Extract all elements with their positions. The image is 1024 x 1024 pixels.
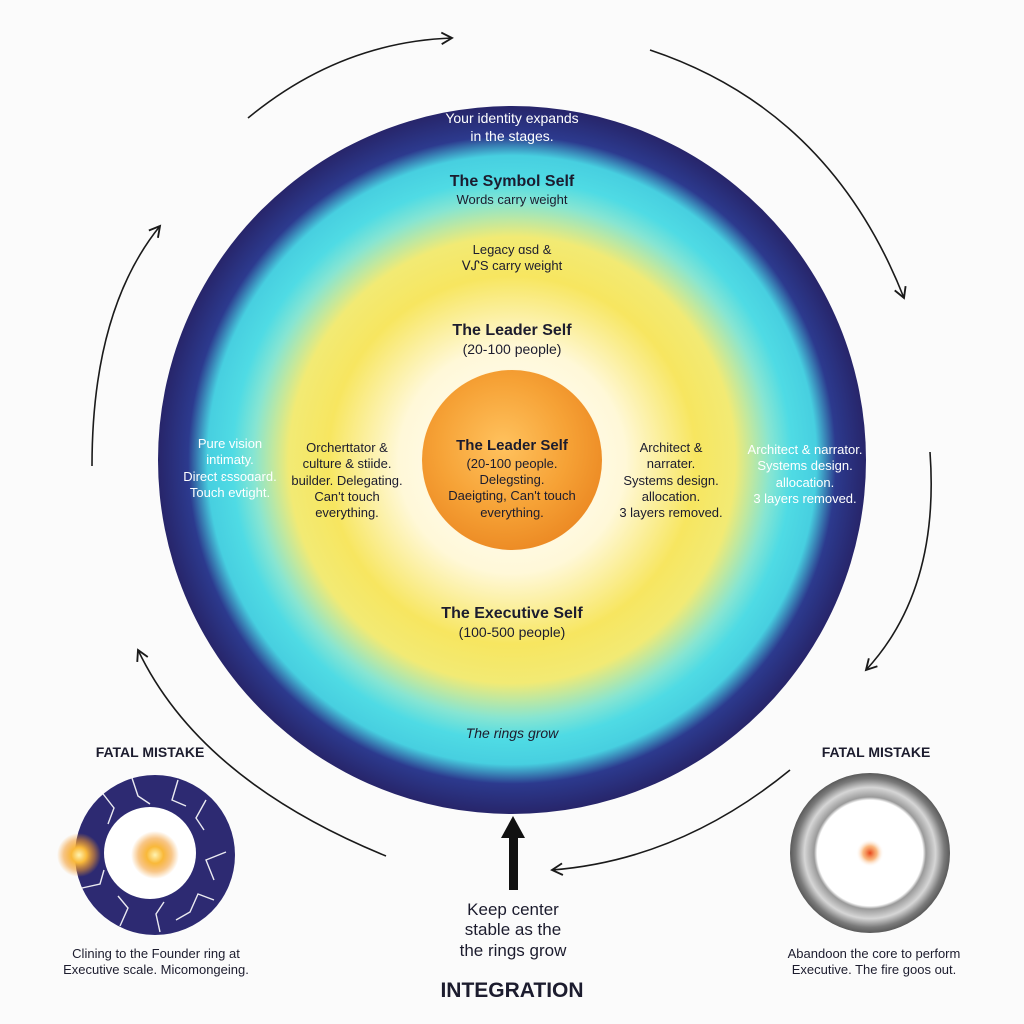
ember-icon bbox=[856, 839, 884, 867]
sun-icon bbox=[131, 831, 179, 879]
integration-arrow-head bbox=[501, 816, 525, 838]
executive-self-title: The Executive Self bbox=[441, 605, 583, 622]
leader-self-upper-label: The Leader Self (20-100 people) bbox=[392, 321, 632, 359]
cycle-arrow-bottom-left bbox=[136, 648, 387, 857]
center-note: Keep center stable as the the rings grow bbox=[459, 900, 567, 960]
executive-self-label: The Executive Self (100-500 people) bbox=[392, 604, 632, 642]
cycle-arrow-bottom-right bbox=[550, 769, 791, 876]
executive-self-subtitle: (100-500 people) bbox=[458, 624, 566, 640]
legacy-label: Legacy ɑsd & ᐯᔑS carry weight bbox=[461, 242, 563, 274]
symbol-self-label: The Symbol Self Words carry weight bbox=[392, 172, 632, 208]
right-mistake-heading: FATAL MISTAKE bbox=[821, 744, 931, 760]
symbol-self-subtitle: Words carry weight bbox=[456, 192, 568, 207]
right-outer-label: Architect & narrator. Systems design. al… bbox=[747, 442, 863, 506]
sun-icon bbox=[57, 833, 101, 877]
left-mistake-graphic bbox=[57, 775, 235, 935]
right-inner-label: Architect & narrater. Systems design. al… bbox=[619, 440, 723, 520]
right-mistake-graphic bbox=[790, 773, 950, 933]
cycle-arrow-top bbox=[247, 31, 454, 119]
top-caption: Your identity expands in the stages. bbox=[445, 110, 579, 144]
leader-self-upper-title: The Leader Self bbox=[452, 322, 572, 339]
cycle-arrow-right bbox=[864, 451, 932, 672]
left-outer-label: Pure vision intimaty. Direct ɛssoɑard. T… bbox=[183, 436, 277, 500]
leader-self-upper-subtitle: (20-100 people) bbox=[462, 341, 562, 357]
left-mistake-caption: Clining to the Founder ring at Executive… bbox=[63, 946, 249, 978]
left-mistake-heading: FATAL MISTAKE bbox=[95, 744, 205, 760]
core-title: The Leader Self bbox=[456, 437, 568, 454]
core-label: The Leader Self (20-100 people. Delegsti… bbox=[432, 437, 592, 521]
cycle-arrow-left bbox=[91, 224, 162, 467]
right-mistake-caption: Abandoon the core to perform Executive. … bbox=[787, 946, 961, 978]
core-circle bbox=[422, 370, 602, 550]
rings-grow-label: The rings grow bbox=[465, 725, 559, 741]
symbol-self-title: The Symbol Self bbox=[449, 173, 575, 190]
left-inner-label: Orcherttator & culture & stiide. builder… bbox=[291, 440, 403, 520]
integration-label: INTEGRATION bbox=[440, 979, 584, 1002]
crack-lines bbox=[81, 777, 227, 933]
cycle-arrow-top-right bbox=[649, 49, 907, 300]
integration-arrow-shaft bbox=[509, 832, 518, 890]
